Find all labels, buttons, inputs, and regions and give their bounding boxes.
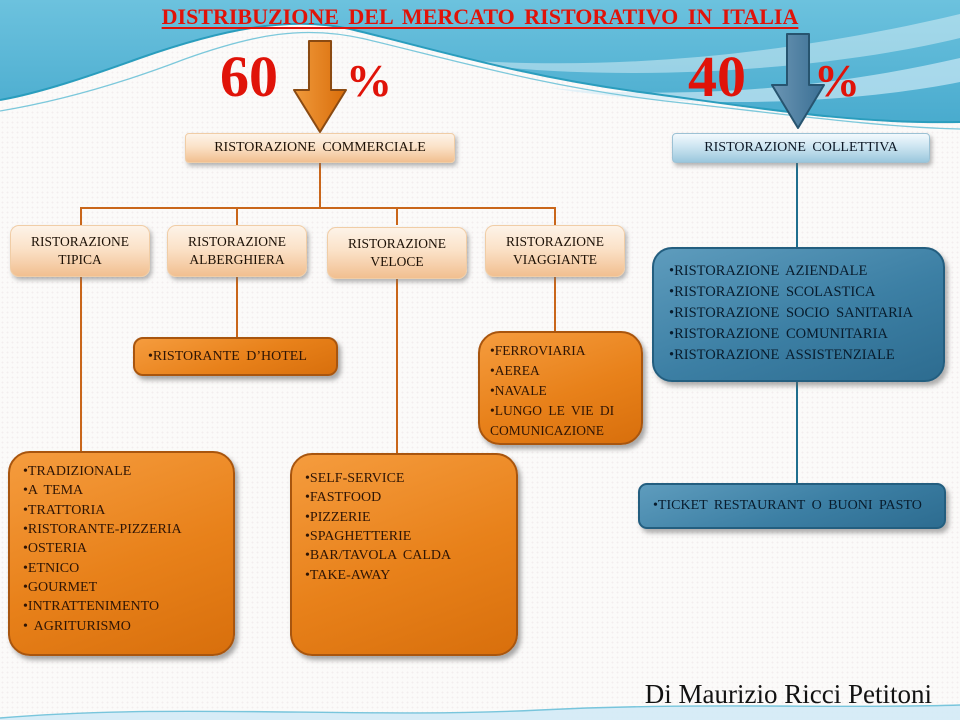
bottom-wave-decoration [0, 704, 960, 720]
box-ristorazione-commerciale-label: RISTORAZIONE COMMERCIALE [214, 140, 426, 155]
list-item: •AEREA [490, 362, 540, 378]
list-item: •OSTERIA [23, 541, 88, 557]
box-ristorante-dhotel: •RISTORANTE D’HOTEL [133, 337, 338, 376]
box-tipica-detail: •TRADIZIONALE •A TEMA •TRATTORIA •RISTOR… [8, 451, 235, 656]
list-item: •SELF-SERVICE [305, 471, 405, 486]
slide-title: DISTRIBUZIONE DEL MERCATO RISTORATIVO IN… [161, 4, 799, 29]
box-ristorazione-tipica: RISTORAZIONE TIPICA [10, 225, 150, 277]
list-item: • AGRITURISMO [23, 618, 131, 634]
list-item: •GOURMET [23, 579, 98, 595]
list-item: •LUNGO LE VIE DI [490, 402, 615, 418]
list-item: COMUNICAZIONE [490, 422, 604, 438]
box-ristorazione-collettiva-label: RISTORAZIONE COLLETTIVA [704, 140, 898, 155]
box-ticket-restaurant: •TICKET RESTAURANT O BUONI PASTO [638, 483, 946, 529]
blue-down-arrow-icon [771, 33, 825, 129]
box-ristorazione-alberghiera: RISTORAZIONE ALBERGHIERA [167, 225, 307, 277]
connector-veloce-detail [396, 277, 398, 453]
attribution-author: Di Maurizio Ricci Petitoni [644, 679, 932, 709]
list-item: •TAKE-AWAY [305, 567, 391, 583]
viaggiante-label-line2: VIAGGIANTE [513, 252, 597, 267]
box-viaggiante-detail: •FERROVIARIA •AEREA •NAVALE •LUNGO LE VI… [478, 331, 643, 445]
tipica-label-line2: TIPICA [58, 252, 102, 267]
percent-60-value: 60 [220, 44, 278, 109]
ristorante-dhotel-label: •RISTORANTE D’HOTEL [148, 348, 307, 364]
veloce-label-line1: RISTORAZIONE [347, 235, 446, 251]
orange-down-arrow-icon [293, 40, 347, 133]
list-item: •SPAGHETTERIE [305, 528, 412, 544]
list-item: •ETNICO [23, 560, 80, 576]
list-item: •FASTFOOD [305, 490, 382, 506]
connector-stub-tipica [80, 207, 82, 225]
list-item: •TRATTORIA [23, 502, 106, 518]
connector-stub-alberghiera [236, 207, 238, 225]
box-collettiva-detail: •RISTORAZIONE AZIENDALE •RISTORAZIONE SC… [652, 247, 945, 382]
list-item: •A TEMA [23, 483, 84, 499]
list-item: •RISTORAZIONE SCOLASTICA [669, 284, 876, 301]
list-item: •INTRATTENIMENTO [23, 599, 160, 615]
box-ristorazione-commerciale: RISTORAZIONE COMMERCIALE [185, 133, 455, 163]
list-item: •RISTORANTE-PIZZERIA [23, 521, 182, 537]
percent-40-value: 40 [688, 44, 746, 109]
connector-stub-veloce [396, 207, 398, 225]
list-item: •RISTORAZIONE ASSISTENZIALE [669, 347, 895, 364]
box-ristorazione-veloce: RISTORAZIONE VELOCE [327, 227, 467, 279]
list-item: •PIZZERIE [305, 509, 371, 525]
list-item: •RISTORAZIONE SOCIO SANITARIA [669, 305, 914, 322]
list-item: •RISTORAZIONE COMUNITARIA [669, 326, 888, 343]
viaggiante-label-line1: RISTORAZIONE [505, 233, 604, 249]
connector-tipica-detail [80, 277, 82, 451]
list-item: •TRADIZIONALE [23, 464, 132, 479]
connector-collettiva-down [796, 162, 798, 247]
alberghiera-label-line2: ALBERGHIERA [189, 252, 285, 267]
connector-horizontal [80, 207, 556, 209]
box-ristorazione-collettiva: RISTORAZIONE COLLETTIVA [672, 133, 930, 163]
percent-60-sign: % [346, 55, 392, 106]
list-item: •NAVALE [490, 382, 547, 398]
veloce-label-line2: VELOCE [370, 254, 424, 269]
list-item: •FERROVIARIA [490, 343, 586, 358]
ticket-restaurant-label: •TICKET RESTAURANT O BUONI PASTO [653, 498, 922, 513]
alberghiera-label-line1: RISTORAZIONE [187, 233, 286, 249]
top-wave-decoration [0, 0, 960, 130]
tipica-label-line1: RISTORAZIONE [30, 233, 129, 249]
box-veloce-detail: •SELF-SERVICE •FASTFOOD •PIZZERIE •SPAGH… [290, 453, 518, 656]
connector-stub-viaggiante [554, 207, 556, 225]
list-item: •RISTORAZIONE AZIENDALE [669, 263, 868, 279]
connector-collettiva-ticket [796, 381, 798, 483]
percent-40-sign: % [814, 55, 860, 106]
connector-alberghiera-hotel [236, 277, 238, 338]
connector-commerciale-down [319, 162, 321, 208]
connector-viaggiante-detail [554, 277, 556, 331]
box-ristorazione-viaggiante: RISTORAZIONE VIAGGIANTE [485, 225, 625, 277]
list-item: •BAR/TAVOLA CALDA [305, 548, 452, 564]
